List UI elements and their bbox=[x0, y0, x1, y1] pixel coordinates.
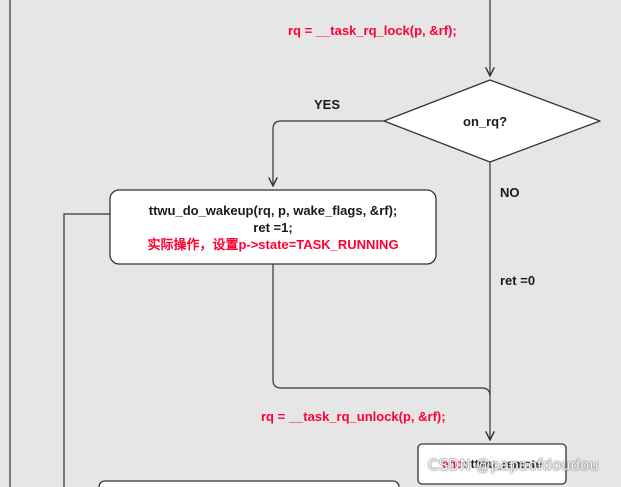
yes-label: YES bbox=[314, 97, 341, 112]
wakeup-line-2: ret =1; bbox=[253, 219, 293, 235]
wakeup-line-1: ttwu_do_wakeup(rq, p, wake_flags, &rf); bbox=[148, 202, 398, 218]
lock-call-label: rq = __task_rq_lock(p, &rf); bbox=[288, 23, 457, 38]
no-label: NO bbox=[500, 185, 520, 200]
connector-yes bbox=[273, 120, 384, 186]
wakeup-line-3: 实际操作，设置p->state=TASK_RUNNING bbox=[147, 236, 399, 252]
end-box bbox=[417, 443, 567, 485]
connector-merge bbox=[272, 264, 491, 397]
ret-zero-label: ret =0 bbox=[500, 273, 536, 288]
end-prefix: end bbox=[441, 457, 464, 471]
bottom-box-partial bbox=[98, 480, 400, 487]
end-box-text: end : ttwu_remote bbox=[418, 444, 566, 484]
watermark: CSDN @papaofdoudou bbox=[428, 456, 599, 474]
unlock-call-label: rq = __task_rq_unlock(p, &rf); bbox=[261, 409, 446, 424]
connector-left-loop bbox=[63, 213, 110, 487]
end-label: : ttwu_remote bbox=[463, 457, 543, 471]
wakeup-box-text: ttwu_do_wakeup(rq, p, wake_flags, &rf); … bbox=[110, 190, 436, 264]
decision-label: on_rq? bbox=[463, 114, 508, 129]
